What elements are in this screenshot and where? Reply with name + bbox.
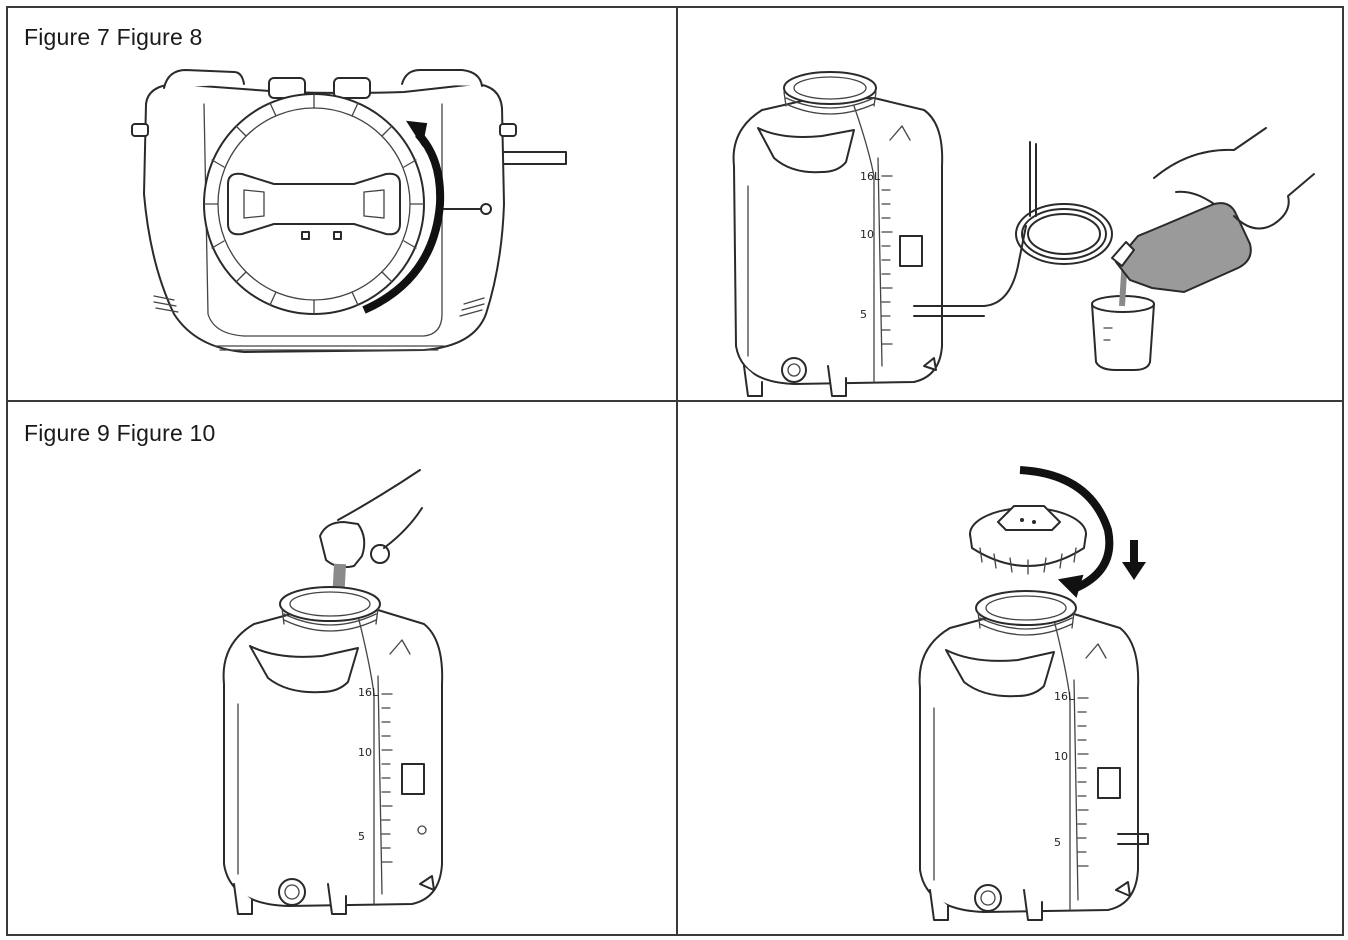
hand [1154,128,1314,229]
figure-grid: Figure 7 Figure 8 Figure 9 Figure 10 [6,6,1344,936]
scale-label-16l: 16L [358,686,379,699]
lid-handle-bar [228,174,400,235]
pressure-dial [782,358,806,382]
pouring-bottle [1112,203,1251,292]
tank-body: 16L 10 5 [734,72,943,396]
scale-label-5: 5 [1054,836,1061,849]
grid-horizontal-divider [8,400,1342,402]
scale-label-10: 10 [860,228,874,241]
figure-7-unscrew-lid-illustration [124,64,564,364]
figure-9-pour-into-tank-illustration: 16L 10 5 [208,464,468,924]
scale-label-16l: 16L [860,170,881,183]
down-arrow [1122,540,1146,580]
grid-vertical-divider [676,8,678,934]
scale-label-10: 10 [358,746,372,759]
scale-label-10: 10 [1054,750,1068,763]
pressure-dial [279,879,305,905]
scale-label-5: 5 [860,308,867,321]
tank-body: 16L 10 5 [920,591,1148,920]
figure-8-measure-liquid-illustration: 16L 10 5 [714,66,1334,396]
rotate-arrow [1020,470,1109,588]
drain-tube [914,142,1112,316]
figure-10-close-lid-illustration: 16L 10 5 [904,460,1164,930]
caption-figure-7-8: Figure 7 Figure 8 [24,24,203,50]
tank-top-handle [164,70,244,88]
lid-teeth [204,94,424,314]
rotate-arrow [364,134,440,310]
measuring-cup [1092,246,1154,370]
pressure-dial [975,885,1001,911]
scale-label-5: 5 [358,830,365,843]
scale-label-16l: 16L [1054,690,1075,703]
tank-body: 16L 10 5 [224,587,443,914]
caption-figure-9-10: Figure 9 Figure 10 [24,420,216,446]
tank-lid [970,506,1086,574]
